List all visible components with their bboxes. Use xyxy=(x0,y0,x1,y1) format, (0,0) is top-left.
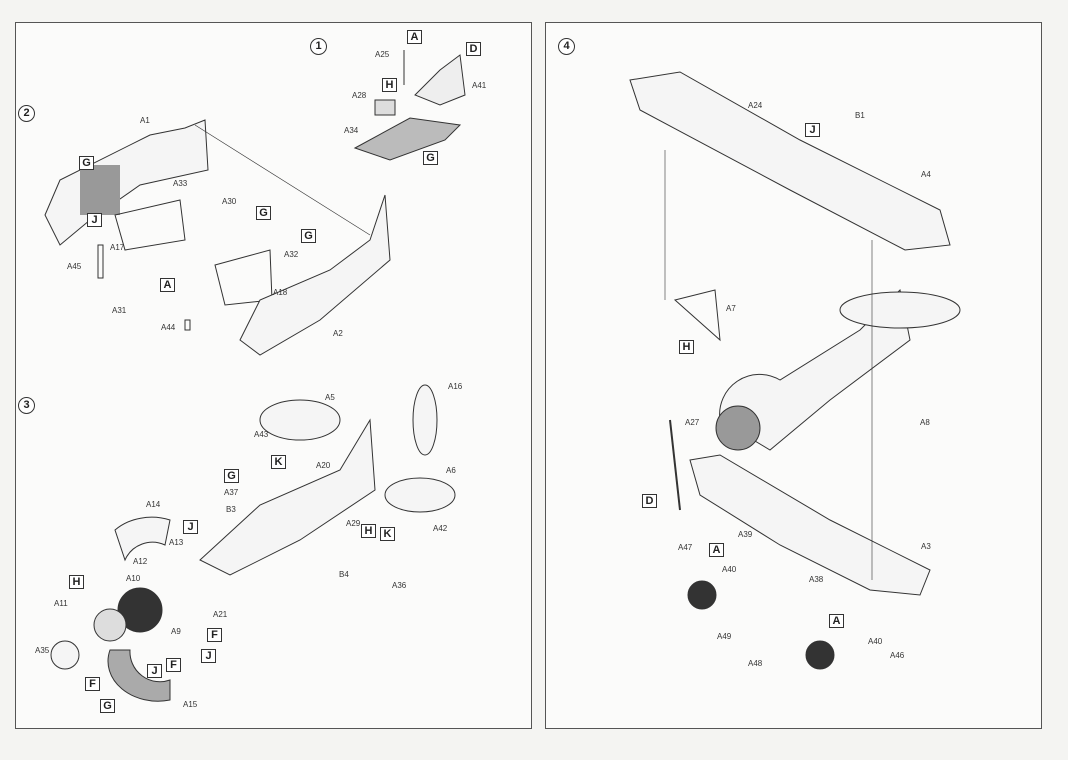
part-label: A21 xyxy=(213,610,228,619)
part-label: A4 xyxy=(921,170,931,179)
part-label: K xyxy=(380,527,395,541)
part-label: A18 xyxy=(273,288,288,297)
part-label: A42 xyxy=(433,524,448,533)
part-label: A49 xyxy=(717,632,732,641)
part-label: A11 xyxy=(54,599,68,608)
part-label: A47 xyxy=(678,543,693,552)
part-label: F xyxy=(207,628,222,642)
part-label: A28 xyxy=(352,91,367,100)
part-label: A43 xyxy=(254,430,269,439)
part-label: A16 xyxy=(448,382,463,391)
part-label: B4 xyxy=(339,570,349,579)
part-label: A2 xyxy=(333,329,343,338)
part-label: G xyxy=(423,151,438,165)
part-label: A37 xyxy=(224,488,239,497)
part-label: A44 xyxy=(161,323,176,332)
part-label: H xyxy=(679,340,694,354)
part-label: B1 xyxy=(855,111,865,120)
part-label: A5 xyxy=(325,393,335,402)
part-label: A36 xyxy=(392,581,407,590)
part-label: A7 xyxy=(726,304,736,313)
part-label: G xyxy=(100,699,115,713)
part-label: K xyxy=(271,455,286,469)
part-label: A30 xyxy=(222,197,237,206)
part-label: A xyxy=(709,543,724,557)
step-2-marker: 2 xyxy=(18,105,35,122)
part-label: J xyxy=(87,213,102,227)
part-label: A6 xyxy=(446,466,456,475)
part-label: A xyxy=(160,278,175,292)
part-label: A14 xyxy=(146,500,161,509)
step-4-marker: 4 xyxy=(558,38,575,55)
part-label: A45 xyxy=(67,262,82,271)
part-label: G xyxy=(79,156,94,170)
part-label: A27 xyxy=(685,418,700,427)
part-label: J xyxy=(805,123,820,137)
part-label: A15 xyxy=(183,700,198,709)
part-label: A24 xyxy=(748,101,763,110)
step2-fuselage-drawing xyxy=(44,119,391,356)
part-label: A25 xyxy=(375,50,390,59)
part-label: A3 xyxy=(921,542,931,551)
part-label: A39 xyxy=(738,530,753,539)
part-label: D xyxy=(642,494,657,508)
part-label: F xyxy=(166,658,181,672)
part-label: A32 xyxy=(284,250,299,259)
part-label: A48 xyxy=(748,659,763,668)
part-label: A35 xyxy=(35,646,50,655)
part-label: A40 xyxy=(722,565,737,574)
part-label: A33 xyxy=(173,179,188,188)
part-label: A20 xyxy=(316,461,331,470)
part-label: A9 xyxy=(171,627,181,636)
part-label: D xyxy=(466,42,481,56)
part-label: B3 xyxy=(226,505,236,514)
part-label: F xyxy=(85,677,100,691)
part-label: J xyxy=(147,664,162,678)
step-3-marker: 3 xyxy=(18,397,35,414)
part-label: A38 xyxy=(809,575,824,584)
part-label: A31 xyxy=(112,306,127,315)
part-label: J xyxy=(201,649,216,663)
step4-aircraft-drawing xyxy=(629,71,961,670)
part-label: A xyxy=(407,30,422,44)
part-label: G xyxy=(301,229,316,243)
part-label: A1 xyxy=(140,116,150,125)
part-label: A8 xyxy=(920,418,930,427)
part-label: J xyxy=(183,520,198,534)
part-label: A34 xyxy=(344,126,359,135)
part-label: A41 xyxy=(472,81,487,90)
part-label: A46 xyxy=(890,651,905,660)
part-label: H xyxy=(69,575,84,589)
part-label: A40 xyxy=(868,637,883,646)
part-label: A17 xyxy=(110,243,125,252)
part-label: A12 xyxy=(133,557,148,566)
part-label: H xyxy=(382,78,397,92)
part-label: G xyxy=(256,206,271,220)
part-label: A13 xyxy=(169,538,184,547)
part-label: H xyxy=(361,524,376,538)
part-label: A xyxy=(829,614,844,628)
step3-engine-tail-drawing xyxy=(50,384,456,702)
part-label: A10 xyxy=(126,574,141,583)
step1-cockpit-drawing xyxy=(353,50,466,161)
part-label: G xyxy=(224,469,239,483)
step-1-marker: 1 xyxy=(310,38,327,55)
part-label: A29 xyxy=(346,519,361,528)
